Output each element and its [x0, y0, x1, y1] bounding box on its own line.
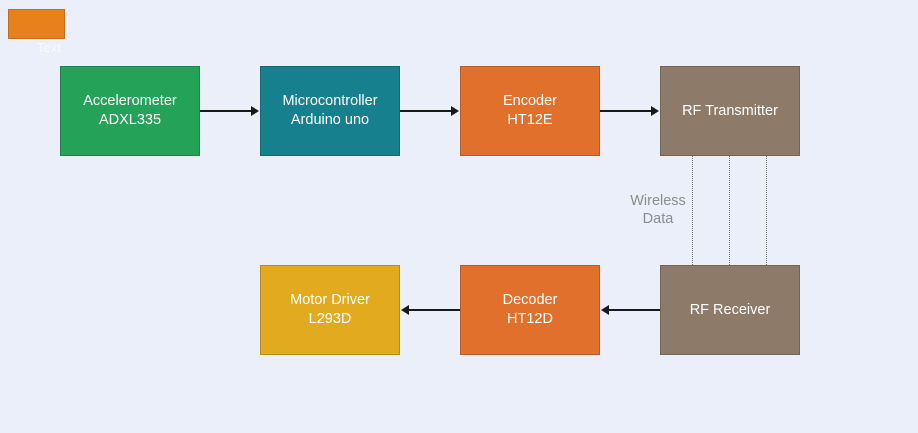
node-label-line1: Microcontroller	[282, 93, 378, 109]
node-accelerometer: Accelerometer ADXL335	[60, 66, 200, 156]
node-label-line2: Arduino uno	[290, 112, 370, 128]
node-label-line1: RF Receiver	[689, 301, 771, 318]
stray-text-label: Text	[37, 40, 61, 55]
node-motor-driver: Motor Driver L293D	[260, 265, 400, 355]
node-label-line2: HT12D	[507, 311, 553, 327]
stray-orange-rectangle	[8, 9, 65, 39]
node-rf-transmitter: RF Transmitter	[660, 66, 800, 156]
wireless-dotted-line	[729, 156, 730, 265]
arrow-rf-receiver-to-decoder	[601, 305, 660, 315]
wireless-data-label: Wireless Data	[620, 192, 696, 228]
node-label-line1: Decoder	[502, 292, 558, 308]
wireless-dotted-line	[766, 156, 767, 265]
node-rf-receiver: RF Receiver	[660, 265, 800, 355]
node-encoder: Encoder HT12E	[460, 66, 600, 156]
node-label-line1: Accelerometer	[83, 93, 177, 109]
node-label-line2: HT12E	[507, 112, 553, 128]
node-microcontroller: Microcontroller Arduino uno	[260, 66, 400, 156]
wireless-data-label-line1: Wireless	[630, 193, 686, 209]
node-label-line1: Motor Driver	[290, 292, 370, 308]
node-label-line1: RF Transmitter	[682, 102, 778, 119]
node-label-line2: ADXL335	[98, 112, 162, 128]
arrow-decoder-to-motor-driver	[401, 305, 460, 315]
node-label-line1: Encoder	[502, 93, 557, 109]
node-label-line2: L293D	[308, 311, 352, 327]
arrow-microcontroller-to-encoder	[400, 106, 459, 116]
node-decoder: Decoder HT12D	[460, 265, 600, 355]
arrow-encoder-to-rf-transmitter	[600, 106, 659, 116]
wireless-dotted-line	[692, 156, 693, 265]
wireless-data-label-line2: Data	[642, 211, 674, 227]
arrow-accelerometer-to-microcontroller	[200, 106, 259, 116]
